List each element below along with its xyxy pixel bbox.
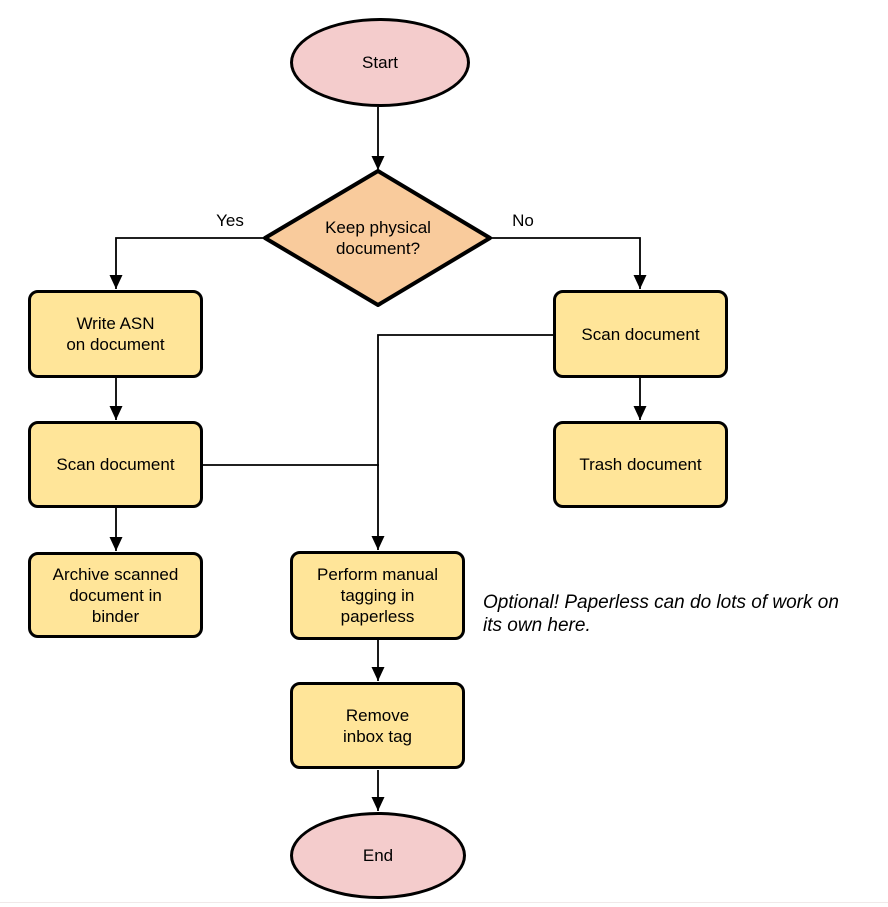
node-archive-binder-label: Archive scanned document in binder	[52, 564, 179, 626]
edge-decision-write-asn	[109, 237, 265, 289]
edge-decision-scan-right	[490, 237, 647, 289]
node-trash-document-label: Trash document	[579, 455, 702, 474]
node-decision-label: Keep physical document?	[325, 218, 431, 258]
node-end-label: End	[362, 846, 394, 865]
node-manual-tagging-label: Perform manual tagging in paperless	[317, 565, 438, 626]
node-archive-binder: Archive scanned document in binder	[28, 552, 203, 638]
node-scan-document-left-label: Scan document	[56, 455, 175, 474]
page-bottom-divider	[0, 902, 888, 903]
annotation-optional-note: Optional! Paperless can do lots of work …	[483, 592, 839, 636]
node-scan-document-left: Scan document	[28, 421, 203, 508]
edge-label-no: No	[512, 211, 534, 230]
edge-scan-right-tagging	[371, 334, 553, 550]
node-write-asn: Write ASN on document	[28, 290, 203, 378]
node-remove-inbox-tag: Remove inbox tag	[290, 682, 465, 769]
node-end: End	[290, 812, 466, 899]
node-start: Start	[290, 18, 470, 107]
edge-label-yes: Yes	[216, 211, 244, 230]
node-trash-document: Trash document	[553, 421, 728, 508]
node-manual-tagging: Perform manual tagging in paperless	[290, 551, 465, 640]
node-scan-document-right-label: Scan document	[581, 324, 700, 344]
node-remove-inbox-tag-label: Remove inbox tag	[343, 705, 412, 746]
node-write-asn-label: Write ASN on document	[66, 314, 165, 354]
node-start-label: Start	[362, 53, 398, 72]
node-scan-document-right: Scan document	[553, 290, 728, 378]
decision-diamond-shape	[263, 169, 492, 307]
